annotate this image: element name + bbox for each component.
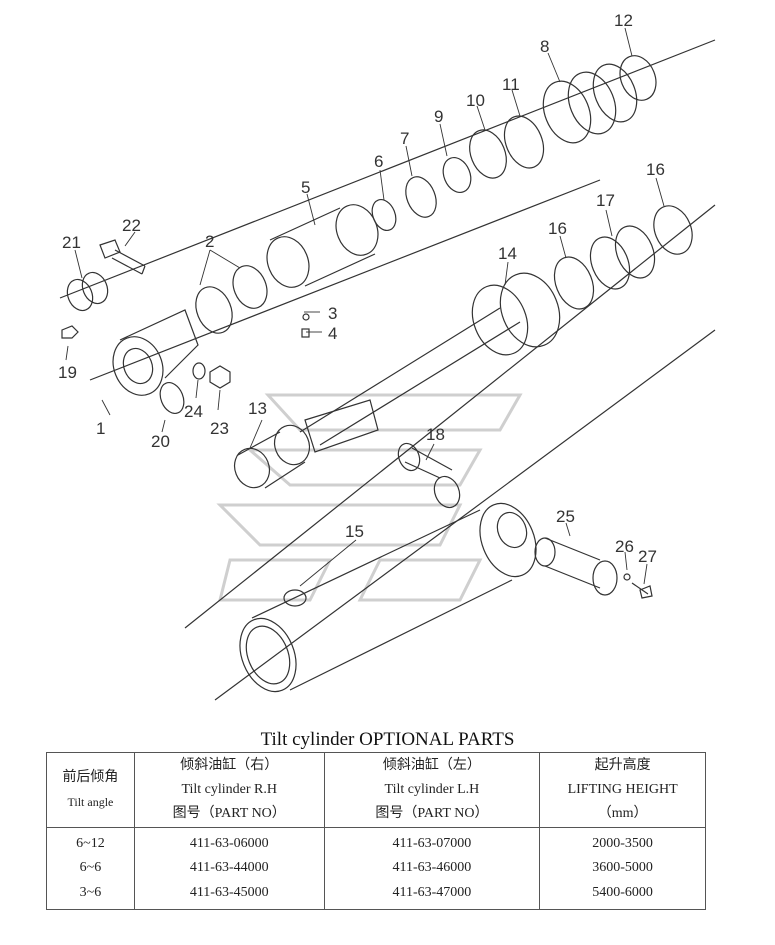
callout-24: 24 bbox=[184, 402, 203, 421]
callout-4: 4 bbox=[328, 324, 337, 343]
header-line: Tilt cylinder R.H bbox=[181, 782, 277, 797]
callout-15: 15 bbox=[345, 522, 364, 541]
leader-lines bbox=[65, 27, 665, 587]
cell-part-no-lh: 411-63-46000 bbox=[323, 856, 541, 881]
header-line: 图号（PART NO） bbox=[172, 806, 286, 821]
callout-16b: 16 bbox=[646, 160, 665, 179]
washer-part-24 bbox=[192, 362, 206, 380]
callout-7: 7 bbox=[400, 129, 409, 148]
header-line: 前后倾角 bbox=[62, 770, 119, 785]
callout-12: 12 bbox=[614, 11, 633, 30]
callout-10: 10 bbox=[466, 91, 485, 110]
callout-18: 18 bbox=[426, 425, 445, 444]
optional-parts-table: 前后倾角 Tilt angle 倾斜油缸（右） Tilt cylinder R.… bbox=[46, 752, 706, 910]
cell-lifting-height: 5400-6000 bbox=[539, 880, 706, 910]
table-title: Tilt cylinder OPTIONAL PARTS bbox=[260, 729, 515, 750]
ring-part-16b bbox=[653, 205, 693, 255]
cell-tilt-angle: 6~6 bbox=[46, 856, 135, 881]
callout-23: 23 bbox=[210, 419, 229, 438]
callout-9: 9 bbox=[434, 107, 443, 126]
callout-3: 3 bbox=[328, 304, 337, 323]
bushing-part-21 bbox=[66, 271, 109, 312]
clip-part-20 bbox=[159, 382, 185, 414]
o-ring-part-12 bbox=[619, 55, 657, 101]
cylinder-tube-part-15 bbox=[239, 502, 537, 693]
ring-part-16a bbox=[553, 256, 595, 310]
bushing-part-5 bbox=[266, 204, 379, 288]
bolt-part-22 bbox=[99, 239, 146, 275]
cell-part-no-rh: 411-63-45000 bbox=[133, 880, 325, 910]
callout-22: 22 bbox=[122, 216, 141, 235]
table-header-row: 前后倾角 Tilt angle 倾斜油缸（右） Tilt cylinder R.… bbox=[46, 752, 706, 828]
exploded-parts-diagram: 12 8 11 10 9 7 6 5 22 21 2 3 4 19 1 20 2… bbox=[58, 11, 716, 701]
header-tilt-angle: 前后倾角 Tilt angle bbox=[46, 752, 135, 828]
callout-5: 5 bbox=[301, 178, 310, 197]
callout-2: 2 bbox=[205, 232, 214, 251]
cell-part-no-lh: 411-63-07000 bbox=[323, 827, 541, 857]
screw-part-4 bbox=[301, 328, 310, 338]
cell-lifting-height: 2000-3500 bbox=[539, 827, 706, 857]
cell-part-no-rh: 411-63-06000 bbox=[133, 827, 325, 857]
table-row: 6~6 411-63-44000 411-63-46000 3600-5000 bbox=[46, 856, 706, 881]
ring-part-2b bbox=[232, 265, 268, 309]
cell-lifting-height: 3600-5000 bbox=[539, 856, 706, 881]
callout-6: 6 bbox=[374, 152, 383, 171]
guide-line bbox=[214, 329, 716, 701]
callout-26: 26 bbox=[615, 537, 634, 556]
callout-19: 19 bbox=[58, 363, 77, 382]
callout-11: 11 bbox=[502, 75, 520, 94]
callout-16a: 16 bbox=[548, 219, 567, 238]
pin-part-25 bbox=[534, 537, 618, 596]
header-line: 起升高度 bbox=[594, 758, 651, 773]
guide-line bbox=[89, 179, 601, 381]
callout-25: 25 bbox=[556, 507, 575, 526]
pin-part-18 bbox=[397, 442, 461, 509]
watermark-logo bbox=[216, 393, 523, 602]
callout-27: 27 bbox=[638, 547, 657, 566]
header-line: 倾斜油缸（右） bbox=[180, 758, 279, 773]
bolt-part-27 bbox=[631, 582, 653, 599]
header-line: （mm） bbox=[597, 806, 648, 821]
ring-part-11 bbox=[503, 115, 545, 169]
callout-8: 8 bbox=[540, 37, 549, 56]
washer-part-26 bbox=[623, 573, 631, 581]
seal-part-6 bbox=[371, 199, 397, 231]
tube-part-13 bbox=[233, 424, 311, 489]
callout-17: 17 bbox=[596, 191, 615, 210]
header-line: Tilt angle bbox=[67, 795, 114, 809]
header-tilt-cylinder-rh: 倾斜油缸（右） Tilt cylinder R.H 图号（PART NO） bbox=[133, 752, 325, 828]
header-line: 图号（PART NO） bbox=[375, 806, 489, 821]
callout-1: 1 bbox=[96, 419, 105, 438]
gland-part-8 bbox=[542, 63, 638, 144]
header-line: Tilt cylinder L.H bbox=[384, 782, 480, 797]
ring-part-9 bbox=[442, 157, 472, 193]
piston-rod-part-14 bbox=[299, 272, 561, 453]
header-line: 倾斜油缸（左） bbox=[382, 758, 481, 773]
callout-21: 21 bbox=[62, 233, 81, 252]
guide-line bbox=[184, 204, 716, 629]
ring-part-10 bbox=[469, 129, 507, 179]
cell-tilt-angle: 6~12 bbox=[46, 827, 135, 857]
callout-13: 13 bbox=[248, 399, 267, 418]
cell-tilt-angle: 3~6 bbox=[46, 880, 135, 910]
header-tilt-cylinder-lh: 倾斜油缸（左） Tilt cylinder L.H 图号（PART NO） bbox=[323, 752, 541, 828]
table-row: 3~6 411-63-45000 411-63-47000 5400-6000 bbox=[46, 880, 706, 910]
cell-part-no-rh: 411-63-44000 bbox=[133, 856, 325, 881]
ball-part-3 bbox=[302, 313, 310, 321]
nut-part-23 bbox=[209, 365, 231, 389]
bushing-part-17 bbox=[589, 225, 656, 290]
snap-ring-part-7 bbox=[405, 176, 437, 218]
cell-part-no-lh: 411-63-47000 bbox=[323, 880, 541, 910]
header-lifting-height: 起升高度 LIFTING HEIGHT （mm） bbox=[539, 752, 706, 828]
guide-line bbox=[59, 39, 716, 299]
nut-part-19 bbox=[61, 325, 79, 339]
rod-end-part-1 bbox=[112, 309, 199, 396]
callout-14: 14 bbox=[498, 244, 517, 263]
header-line: LIFTING HEIGHT bbox=[567, 782, 678, 797]
table-row: 6~12 411-63-06000 411-63-07000 2000-3500 bbox=[46, 827, 706, 857]
callout-20: 20 bbox=[151, 432, 170, 451]
ring-part-2a bbox=[195, 286, 233, 334]
